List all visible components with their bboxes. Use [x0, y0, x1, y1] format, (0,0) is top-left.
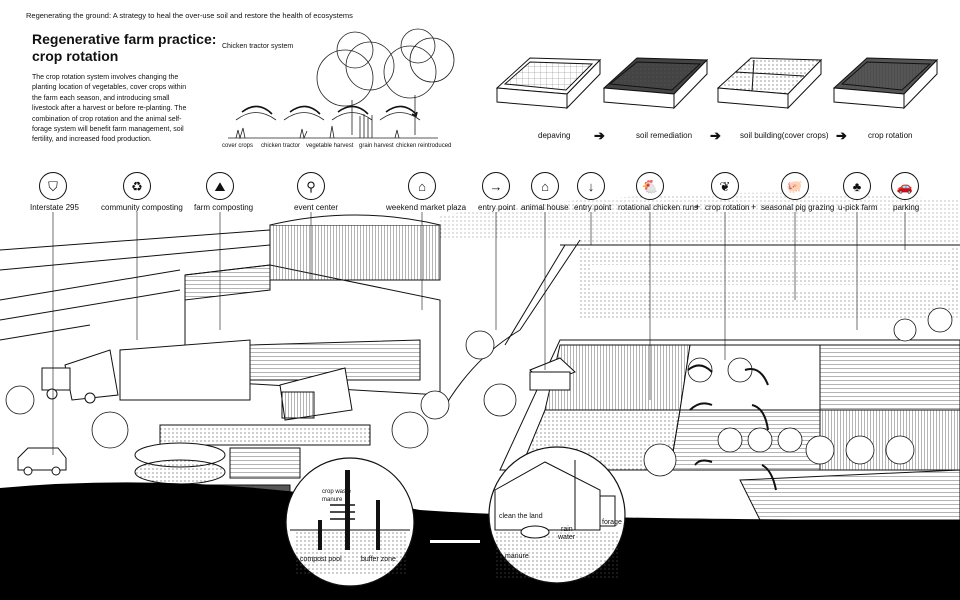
- sprout-icon: ♣: [843, 172, 871, 200]
- inset-label-rain: rain: [561, 526, 573, 533]
- soil-box-building: [716, 57, 823, 110]
- label-animal-house: animal house: [521, 203, 569, 212]
- ground-section: [0, 482, 960, 600]
- soil-box-rotation: [832, 57, 939, 110]
- label-entry-point-1: entry point: [478, 203, 516, 212]
- compost-pile-icon: ⛰: [206, 172, 234, 200]
- barn-icon: ⌂: [531, 172, 559, 200]
- soil-arrow-3: ➔: [836, 128, 847, 143]
- label-pig-grazing: seasonal pig grazing: [761, 203, 835, 212]
- soil-step-rotation: crop rotation: [868, 131, 913, 140]
- plus-sign-2: +: [751, 202, 757, 212]
- label-farm-composting: farm composting: [194, 203, 254, 212]
- crop-fields: [499, 339, 960, 521]
- tractor-step-chicken-reintroduced: chicken reintroduced: [396, 143, 452, 149]
- inset-label-manure: manure: [322, 497, 343, 503]
- market-stall-icon: ⌂: [408, 172, 436, 200]
- highway-icon: ⛉: [39, 172, 67, 200]
- leaf-icon: ❦: [711, 172, 739, 200]
- dump-truck: [41, 349, 353, 421]
- tractor-tree-right: [383, 28, 455, 135]
- intro-description: The crop rotation system involves changi…: [32, 74, 187, 144]
- label-interstate: Interstate 295: [30, 203, 79, 212]
- compost-bin-icon: ♻: [123, 172, 151, 200]
- label-community-composting: community composting: [101, 203, 183, 212]
- tractor-step-vegetable-harvest: vegetable harvest: [306, 143, 354, 149]
- tractor-step-chicken-tractor: chicken tractor: [261, 143, 301, 149]
- highway: [0, 229, 271, 341]
- inset-label-buffer-zone: buffer zone: [361, 556, 396, 563]
- title-line-1: Regenerative farm practice:: [32, 31, 217, 47]
- car-icon: 🚗: [891, 172, 919, 200]
- label-chicken-runs: rotational chicken runs: [618, 203, 699, 212]
- tractor-system-title: Chicken tractor system: [222, 43, 294, 50]
- barn-inset: [488, 446, 626, 584]
- soil-step-building: soil building(cover crops): [740, 131, 829, 140]
- plus-sign-1: +: [695, 202, 701, 212]
- background-fields: [0, 192, 960, 320]
- title-line-2: crop rotation: [32, 48, 119, 64]
- animal-house: [529, 357, 576, 391]
- tractor-tree-left: [316, 31, 395, 135]
- chicken-icon: 🐔: [636, 172, 664, 200]
- label-parking: parking: [893, 203, 920, 212]
- soil-box-remediation: [602, 57, 709, 110]
- label-upick-farm: u-pick farm: [838, 203, 878, 212]
- pig-icon: 🐖: [781, 172, 809, 200]
- arrow-down-icon: ↓: [577, 172, 605, 200]
- farm-road: [439, 239, 960, 416]
- inset-label-water: water: [558, 534, 576, 541]
- label-event-center: event center: [294, 203, 339, 212]
- compost-building: [119, 214, 441, 401]
- label-weekend-market: weekend market plaza: [386, 203, 467, 212]
- soil-arrow-1: ➔: [594, 128, 605, 143]
- tractor-ground: [228, 112, 438, 140]
- rotation-arrows: [687, 364, 777, 491]
- page-caption: Regenerating the ground: A strategy to h…: [26, 11, 353, 20]
- tractor-step-cover-crops: cover crops: [222, 143, 254, 149]
- soil-step-depaving: depaving: [538, 131, 571, 140]
- inset-label-compost-pool: compost pool: [300, 556, 342, 563]
- inset-label-manure-barn: manure: [505, 553, 529, 560]
- tractor-step-grain-harvest: grain harvest: [359, 143, 394, 149]
- inset-label-forage: forage: [602, 519, 622, 526]
- label-crop-rotation: crop rotation: [705, 203, 750, 212]
- compost-inset: [285, 457, 415, 587]
- soil-box-depaving: [495, 57, 602, 110]
- soil-arrow-2: ➔: [710, 128, 721, 143]
- label-entry-point-2: entry point: [574, 203, 612, 212]
- arrow-right-icon: →: [482, 172, 510, 200]
- page-title: Regenerative farm practice: crop rotatio…: [32, 31, 232, 65]
- balloon-icon: ⚲: [297, 172, 325, 200]
- inset-label-crop-waste: crop waste: [322, 489, 352, 495]
- trees: [5, 307, 953, 477]
- soil-step-remediation: soil remediation: [636, 131, 693, 140]
- parked-car: [17, 447, 67, 476]
- inset-label-clean-land: clean the land: [499, 513, 543, 520]
